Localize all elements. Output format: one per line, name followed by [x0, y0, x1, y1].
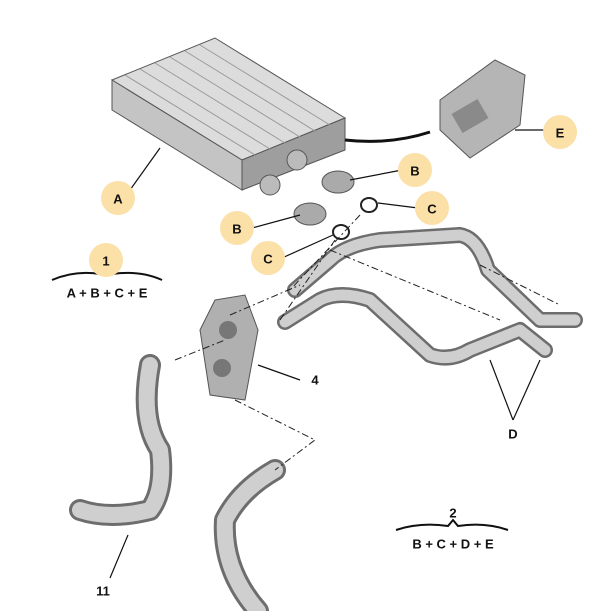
- heater-core: [110, 37, 347, 196]
- callout-a: A: [113, 192, 123, 207]
- kit2-brace: [395, 518, 509, 531]
- callout-e: E: [556, 126, 565, 141]
- flange-b-lower: [293, 202, 327, 226]
- connector-plate: [199, 294, 259, 401]
- callout-b-upper: B: [410, 164, 419, 179]
- kit2-number: 2: [449, 506, 456, 521]
- label-11: 11: [96, 584, 110, 599]
- callout-b-lower: B: [232, 222, 241, 237]
- bracket-e: [344, 59, 526, 159]
- kit1-formula: A + B + C + E: [67, 286, 148, 301]
- label-4: 4: [311, 373, 319, 388]
- callout-c-upper: C: [427, 202, 437, 217]
- seal-c-lower: [332, 224, 350, 240]
- kit1-number: 1: [102, 254, 109, 269]
- label-d: D: [508, 427, 517, 442]
- pipes-d: [277, 227, 583, 366]
- kit2-formula: B + C + D + E: [412, 537, 494, 552]
- hoses: [69, 354, 286, 611]
- seal-c-upper: [360, 197, 378, 213]
- callout-c-lower: C: [263, 252, 273, 267]
- flange-b-upper: [321, 170, 355, 194]
